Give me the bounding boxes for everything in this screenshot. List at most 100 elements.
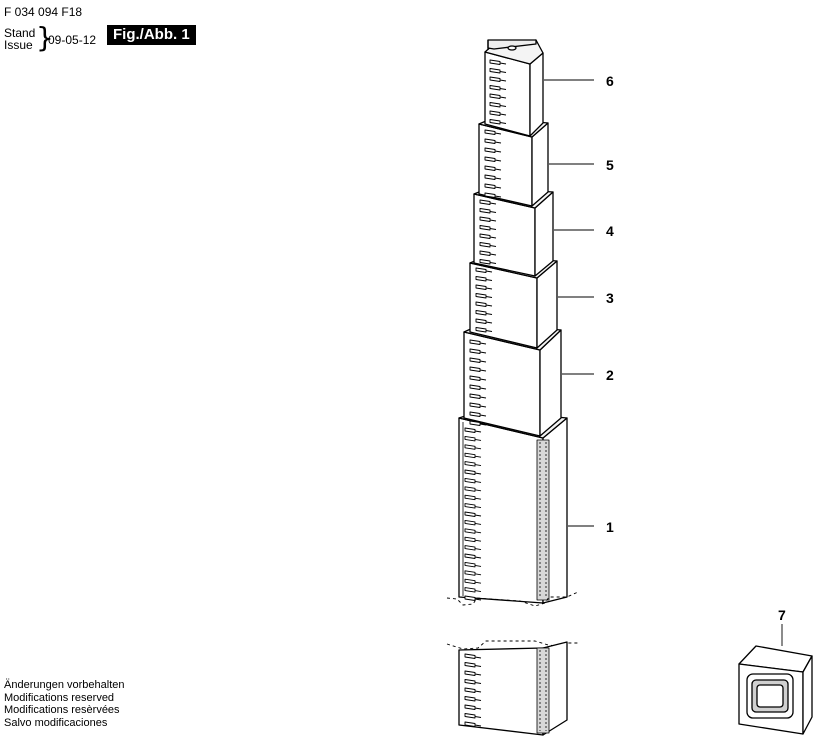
scale-tick-line [499,113,507,116]
scale-tick-line [474,564,482,567]
scale-tick [475,293,487,299]
scale-tick [489,85,501,91]
scale-tick-line [494,186,502,189]
scale-tick-line [474,489,482,492]
scale-tick-line [499,62,507,65]
scale-tick [475,318,487,324]
scale-tick-line [474,716,482,718]
scale-tick [479,250,491,256]
scale-tick [464,511,476,517]
scale-tick-line [479,387,487,390]
scale-tick [479,225,491,231]
scale-tick [489,93,501,99]
scale-tick-line [494,150,502,153]
scale-tick [489,76,501,82]
issue-date: 09-05-12 [48,33,97,47]
scale-tick-line [489,236,497,239]
scale-tick-line [494,177,502,180]
scale-tick-line [485,304,493,307]
scale-tick [484,192,496,198]
notes-block: Änderungen vorbehalten Modifications res… [4,679,124,729]
callout-1: 1 [606,519,614,535]
scale-tick [464,469,476,475]
scale-tick-line [499,96,507,99]
callout-2: 2 [606,367,614,383]
scale-tick-line [499,71,507,73]
scale-tick [469,348,481,354]
scale-tick-line [474,573,482,576]
scale-tick-line [489,262,497,264]
scale-tick-line [474,665,482,667]
scale-tick-line [474,590,482,593]
scale-tick-line [499,88,507,90]
scale-tick-line [479,369,487,372]
scale-tick-line [474,438,482,441]
scale-tick [479,242,491,248]
item-7-end-cap [738,645,813,735]
scale-tick-line [485,313,493,315]
scale-tick-line [485,279,493,281]
scale-tick [469,420,481,426]
scale-tick [464,553,476,559]
note-de: Änderungen vorbehalten [4,679,125,691]
scale-tick [464,721,476,727]
scale-tick [469,339,481,345]
scale-tick [479,208,491,214]
scale-tick [464,435,476,442]
scale-tick [475,284,487,290]
scale-tick-line [474,506,482,509]
scale-tick-line [494,195,502,198]
scale-tick [475,276,487,282]
scale-tick [464,545,476,551]
scale-tick-line [494,141,502,144]
scale-tick [464,536,476,543]
scale-tick-line [474,480,482,483]
scale-tick-line [494,159,502,162]
note-en: Modifications reserved [4,691,115,704]
scale-tick-line [479,351,487,354]
scale-tick [475,310,487,316]
scale-tick [469,357,481,363]
brace-icon: } [36,21,54,54]
scale-tick [479,216,491,222]
scale-tick-line [479,378,487,381]
part-number: F 034 094 F18 [4,5,83,19]
scale-tick [464,528,476,534]
scale-tick-line [474,430,482,433]
scale-tick [464,679,476,685]
scale-tick-line [474,472,482,475]
scale-tick [489,102,501,108]
scale-tick-line [474,531,482,534]
scale-tick [479,199,491,205]
scale-tick-line [474,455,482,458]
scale-tick-line [474,497,482,500]
scale-tick [469,366,481,372]
scale-tick [464,461,476,467]
scale-tick-line [494,168,502,171]
note-fr: Modifications resèrvées [4,704,120,717]
scale-tick [464,696,476,702]
scale-tick [464,587,476,593]
callout-5: 5 [606,157,614,173]
scale-tick [484,165,496,171]
scale-tick [489,68,501,74]
scale-tick-line [485,270,493,273]
scale-tick-line [479,405,487,408]
scale-tick-line [499,105,507,107]
scale-tick [484,156,496,162]
scale-tick-line [474,699,482,701]
scale-tick-line [499,79,507,82]
scale-tick [464,477,476,484]
scale-tick [464,687,476,693]
scale-tick-line [485,330,493,332]
callout-3: 3 [606,290,614,306]
scale-tick [464,561,476,568]
scale-tick-line [474,464,482,467]
scale-tick [475,327,487,333]
scale-tick-line [474,673,482,676]
scale-tick [469,393,481,399]
scale-tick-line [474,690,482,693]
scale-tick [484,138,496,144]
scale-tick-line [474,598,482,601]
